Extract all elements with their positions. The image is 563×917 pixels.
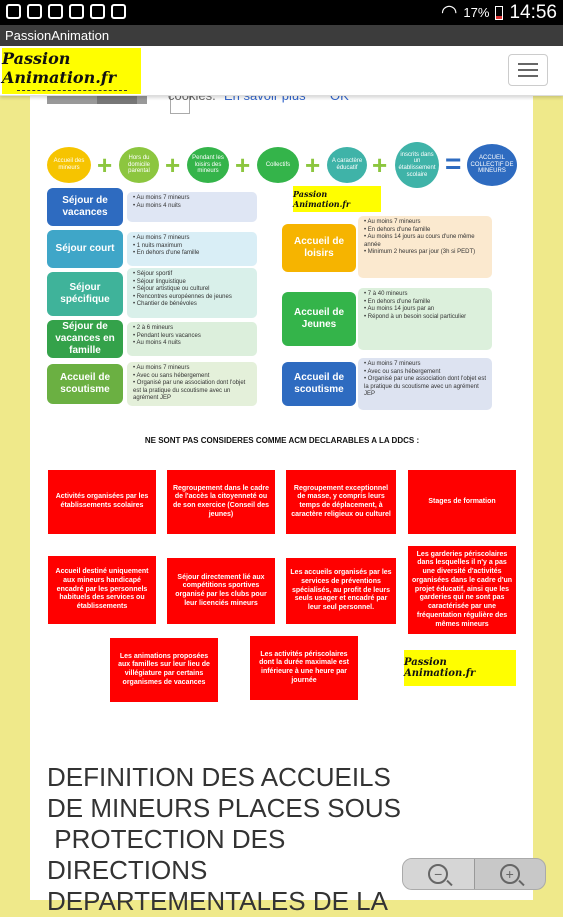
plus-sign: + — [305, 150, 321, 180]
zoom-out-icon: − — [428, 864, 449, 884]
excluded-item-3: Stages de formation — [408, 470, 516, 534]
zoom-controls: − + — [402, 858, 546, 890]
right-category-0: Accueil de loisirs — [282, 224, 356, 272]
bubble-5: inscrits dans un établissement scolaire — [395, 142, 439, 188]
left-desc-3: 2 à 6 mineursPendant leurs vacancesAu mo… — [127, 322, 257, 356]
bubble-3: Collectifs — [257, 147, 299, 183]
hamburger-menu-button[interactable] — [508, 54, 548, 86]
excluded-item-9: Les activités périscolaires dont la duré… — [250, 636, 358, 700]
excluded-item-0: Activités organisées par les établisseme… — [48, 470, 156, 534]
zoom-out-button[interactable]: − — [403, 859, 475, 889]
plus-sign: + — [97, 150, 113, 180]
left-category-0: Séjour de vacances — [47, 188, 123, 226]
excluded-item-5: Séjour directement lié aux compétitions … — [167, 558, 275, 624]
image-icon — [90, 4, 105, 19]
left-category-4: Accueil de scoutisme — [47, 364, 123, 404]
zoom-in-button[interactable]: + — [475, 859, 546, 889]
plus-sign: + — [235, 150, 251, 180]
excluded-item-2: Regroupement exceptionnel de masse, y co… — [286, 470, 396, 534]
right-desc-1: 7 à 40 mineursEn dehors d'une familleAu … — [358, 288, 492, 350]
right-category-2: Accueil de scoutisme — [282, 362, 356, 406]
menu-icon-line — [518, 75, 538, 77]
section-heading: DEFINITION DES ACCUEILS DE MINEURS PLACE… — [47, 762, 401, 916]
bubble-6: ACCUEIL COLLECTIF DE MINEURS — [467, 144, 517, 186]
excluded-item-7: Les garderies périscolaires dans lesquel… — [408, 546, 516, 634]
left-desc-2: Séjour sportifSéjour linguistiqueSéjour … — [127, 268, 257, 318]
acm-equation-row: Accueil des mineurs + Hors du domicile p… — [47, 140, 517, 190]
not-considered-title: NE SONT PAS CONSIDERES COMME ACM DECLARA… — [144, 436, 420, 445]
bubble-1: Hors du domicile parental — [119, 147, 159, 183]
infographic-logo: Passion Animation.fr — [293, 186, 381, 212]
right-desc-0: Au moins 7 mineursEn dehors d'une famill… — [358, 216, 492, 278]
excluded-item-1: Regroupement dans le cadre de l'accès la… — [167, 470, 275, 534]
equals-sign: = — [445, 148, 462, 179]
plus-sign: + — [372, 150, 388, 180]
logo-ornament — [16, 89, 127, 94]
zoom-in-icon: + — [499, 864, 520, 884]
bubble-0: Accueil des mineurs — [47, 147, 91, 183]
app-title-bar: PassionAnimation — [0, 25, 563, 46]
notification-icons — [6, 4, 126, 19]
left-desc-0: Au moins 7 mineursAu moins 4 nuits — [127, 192, 257, 222]
plus-sign: + — [165, 150, 181, 180]
infographic-bottom-logo: Passion Animation.fr — [404, 650, 516, 686]
left-category-1: Séjour court — [47, 230, 123, 268]
status-bar: ◠ 17% 14:56 — [0, 0, 563, 25]
shield-icon — [6, 4, 21, 19]
menu-icon-line — [518, 63, 538, 65]
left-desc-4: Au moins 7 mineursAvec ou sans hébergeme… — [127, 362, 257, 406]
left-category-3: Séjour de vacances en famille — [47, 320, 123, 358]
right-category-1: Accueil de Jeunes — [282, 292, 356, 346]
excluded-item-4: Accueil destiné uniquement aux mineurs h… — [48, 556, 156, 624]
wifi-icon: ◠ — [440, 2, 458, 23]
usb-icon — [69, 4, 84, 19]
play-store-icon — [111, 4, 126, 19]
menu-icon-line — [518, 69, 538, 71]
battery-percent: 17% — [463, 5, 490, 20]
site-logo[interactable]: Passion Animation.fr — [2, 48, 141, 94]
right-desc-2: Au moins 7 mineursAvec ou sans hébergeme… — [358, 358, 492, 410]
excluded-item-8: Les animations proposées aux familles su… — [110, 638, 218, 702]
clock: 14:56 — [509, 1, 557, 23]
bubble-2: Pendant les loisirs des mineurs — [187, 147, 229, 183]
app-title: PassionAnimation — [5, 28, 110, 43]
left-desc-1: Au moins 7 mineurs1 nuits maximumEn deho… — [127, 232, 257, 266]
bubble-4: A caractère éducatif — [327, 147, 367, 183]
site-header: Passion Animation.fr — [0, 46, 563, 96]
excluded-item-6: Les accueils organisés par les services … — [286, 558, 396, 624]
left-category-2: Séjour spécifique — [47, 272, 123, 316]
battery-icon — [495, 5, 504, 20]
shield-icon — [48, 4, 63, 19]
wrench-icon — [27, 4, 42, 19]
